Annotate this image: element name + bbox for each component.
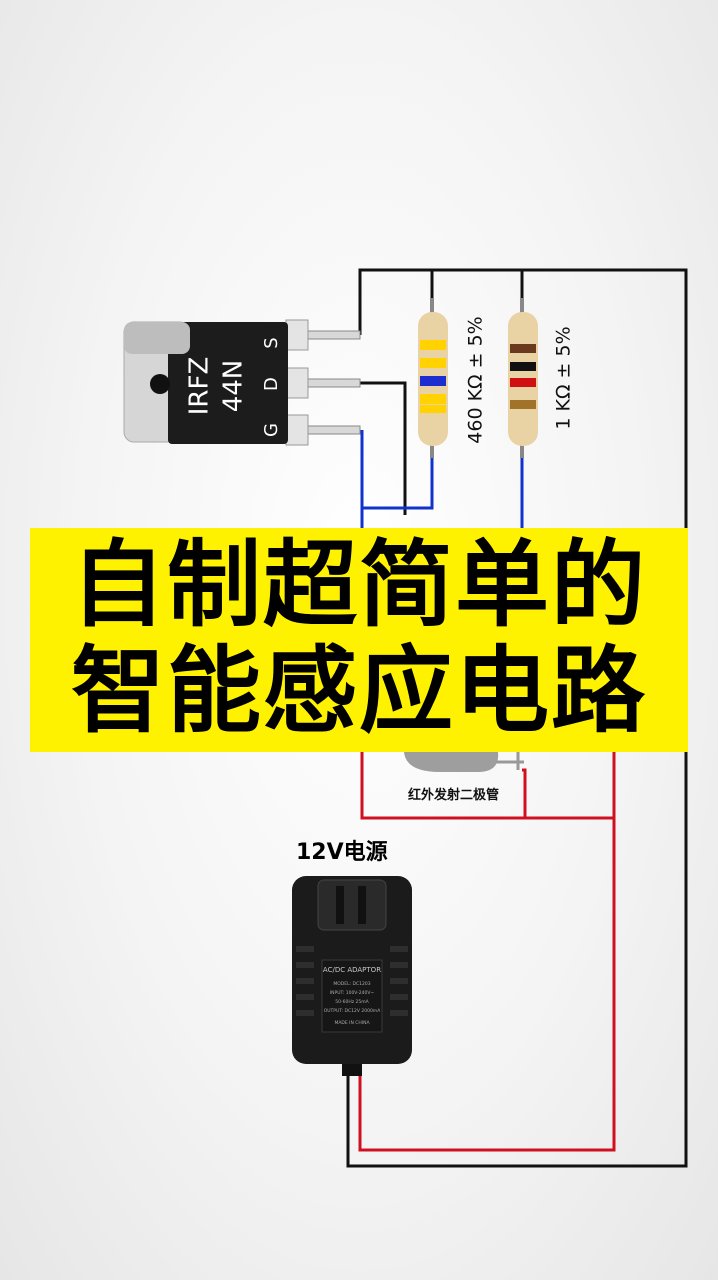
pin-label-d: D bbox=[261, 377, 282, 391]
adapter-text-1: MODEL: DC1203 bbox=[333, 981, 370, 987]
banner-title-line1: 自制超简单的 bbox=[70, 531, 647, 640]
adapter-title: AC/DC ADAPTOR bbox=[323, 966, 381, 974]
transistor-model-line2: 44N bbox=[219, 360, 249, 413]
adapter-text-2: INPUT: 100V-240V~ bbox=[330, 990, 375, 996]
resistor-1k bbox=[508, 298, 538, 458]
resistor-2-label: 1 KΩ ± 5% bbox=[553, 326, 575, 429]
resistor-460k bbox=[418, 298, 448, 458]
adapter-text-5: MADE IN CHINA bbox=[334, 1020, 370, 1026]
title-banner: 自制超简单的 智能感应电路 bbox=[30, 528, 688, 752]
ir-diode-label: 红外发射二极管 bbox=[408, 788, 500, 803]
power-label: 12V电源 bbox=[296, 840, 388, 865]
power-adapter: AC/DC ADAPTOR MODEL: DC1203 INPUT: 100V-… bbox=[292, 876, 412, 1076]
blue-wires bbox=[360, 430, 524, 528]
adapter-text-3: 50-60Hz 25mA bbox=[335, 999, 369, 1005]
transistor-model-line1: IRFZ bbox=[185, 357, 215, 416]
pin-label-g: G bbox=[261, 423, 282, 437]
red-wires bbox=[358, 752, 616, 1152]
resistor-1-label: 460 KΩ ± 5% bbox=[465, 316, 487, 443]
ir-diode bbox=[404, 752, 524, 772]
transistor-pins bbox=[285, 319, 361, 446]
irfz44n-transistor bbox=[123, 321, 288, 444]
pin-label-s: S bbox=[261, 337, 282, 348]
adapter-text-4: OUTPUT: DC12V 2000mA bbox=[324, 1008, 381, 1014]
mounting-hole-icon bbox=[150, 374, 170, 394]
banner-title-line2: 智能感应电路 bbox=[70, 637, 647, 746]
